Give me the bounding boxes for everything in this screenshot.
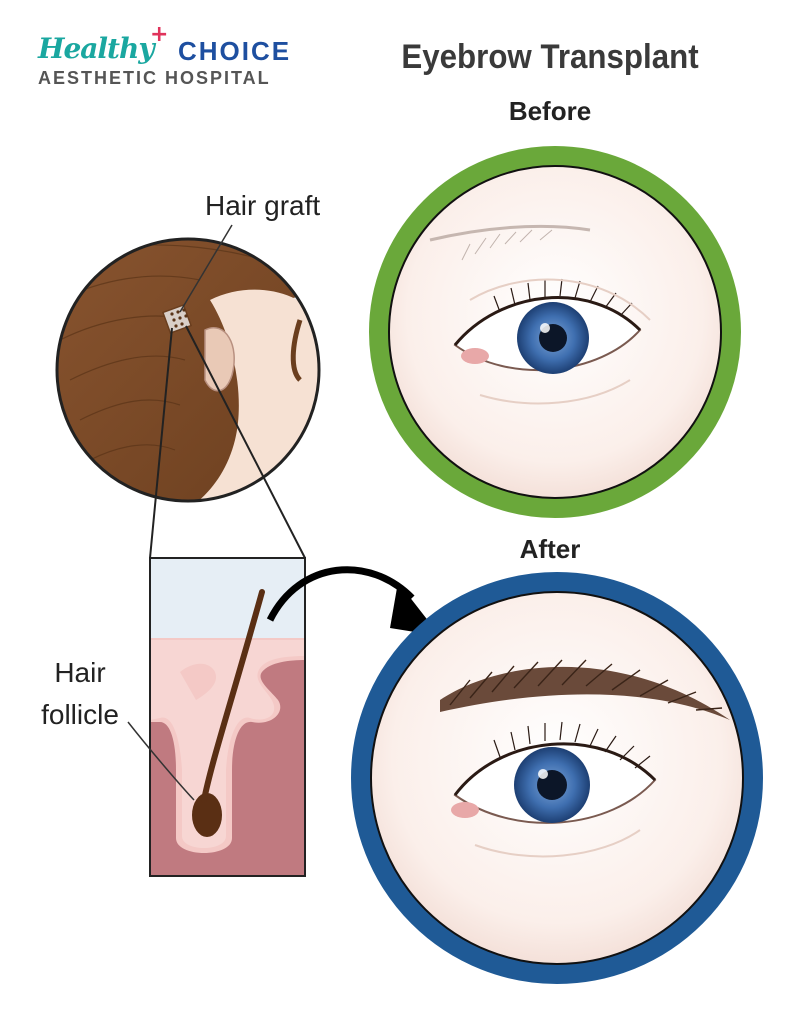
page-title: Eyebrow Transplant bbox=[401, 38, 699, 76]
before-eye-illustration bbox=[369, 146, 741, 518]
hospital-logo: Healthy + CHOICE AESTHETIC HOSPITAL bbox=[38, 22, 298, 98]
hair-follicle-label: Hair follicle bbox=[41, 657, 119, 730]
head-inset bbox=[55, 237, 321, 503]
logo-brand-bold: CHOICE bbox=[178, 36, 292, 66]
before-label: Before bbox=[508, 96, 592, 126]
skin-cross-section bbox=[149, 557, 306, 877]
after-label: After bbox=[519, 534, 581, 564]
after-eye-illustration bbox=[351, 572, 763, 984]
logo-plus-icon: + bbox=[150, 22, 169, 47]
hair-graft-leader bbox=[179, 224, 233, 313]
logo-subtitle: AESTHETIC HOSPITAL bbox=[38, 68, 271, 88]
logo-brand-script: Healthy bbox=[38, 32, 155, 65]
hair-follicle-leader bbox=[127, 721, 195, 801]
magnification-lines bbox=[149, 325, 306, 559]
hair-graft-label: Hair graft bbox=[205, 190, 321, 221]
